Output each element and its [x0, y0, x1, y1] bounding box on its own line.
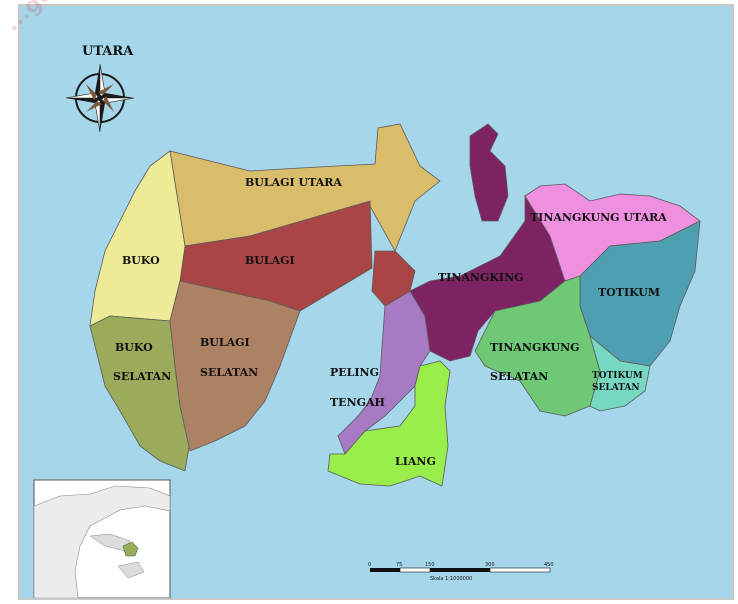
region-buko-selatan[interactable] [89, 315, 191, 472]
region-bulagi-selatan[interactable] [169, 280, 301, 452]
region-liang[interactable] [327, 360, 451, 487]
north-arrow-icon [65, 63, 135, 133]
map-frame: BULAGI UTARA BULAGI BUKO BUKO SELATAN BU… [18, 4, 734, 600]
scale-tick-75: 75 [396, 562, 402, 568]
label-buko-selatan-1: BUKO [115, 341, 153, 354]
scale-tick-300: 300 [485, 562, 495, 568]
scale-tick-450: 450 [544, 562, 554, 568]
north-label: UTARA [82, 44, 134, 59]
scale-tick-150: 150 [425, 562, 435, 568]
scale-caption: Skala 1:1000000 [430, 576, 472, 582]
label-bulagi-selatan-1: BULAGI [200, 336, 250, 349]
region-tinangkung-islet[interactable] [469, 123, 509, 222]
label-totikum-selatan-1: TOTIKUM [592, 371, 643, 381]
label-bulagi: BULAGI [245, 254, 295, 267]
label-bulagi-selatan-2: SELATAN [200, 366, 258, 379]
scale-bar: 0 75 150 300 450 Skala 1:1000000 [368, 562, 554, 582]
label-totikum-selatan-2: SELATAN [592, 383, 640, 393]
scale-tick-0: 0 [368, 562, 371, 568]
label-peling-tengah-1: PELING [330, 366, 379, 379]
label-peling-tengah-2: TENGAH [330, 396, 385, 409]
label-bulagi-utara: BULAGI UTARA [245, 176, 342, 189]
region-totikum-selatan[interactable] [589, 334, 651, 412]
label-tinangkung-selatan-2: SELATAN [490, 370, 548, 383]
label-buko-selatan-2: SELATAN [113, 370, 171, 383]
label-tinangkung-utara: TINANGKUNG UTARA [530, 211, 667, 224]
label-tinangkung-selatan-1: TINANGKUNG [490, 341, 580, 354]
label-buko: BUKO [122, 254, 160, 267]
inset-locator-map [33, 479, 171, 598]
label-liang: LIANG [395, 455, 436, 468]
region-map: BULAGI UTARA BULAGI BUKO BUKO SELATAN BU… [20, 6, 732, 598]
label-tinangkung: TINANGKING [438, 271, 524, 284]
label-totikum: TOTIKUM [598, 286, 660, 299]
